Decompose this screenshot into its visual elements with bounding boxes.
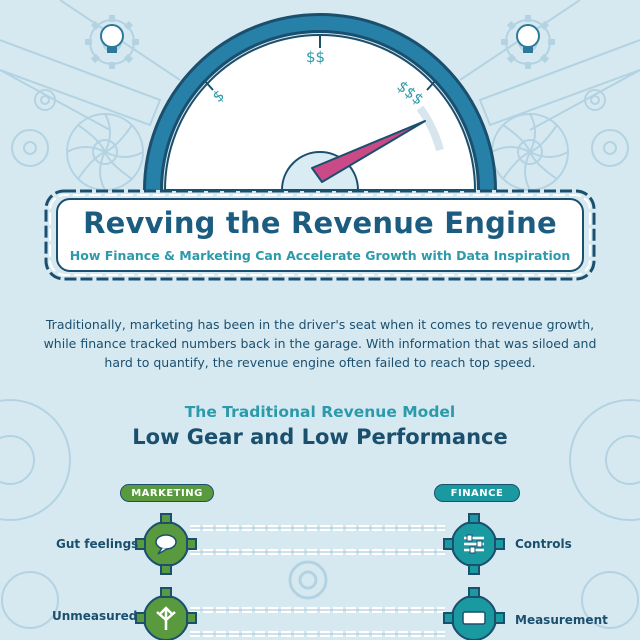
gauge-needle: [311, 120, 426, 183]
measurement-gear-icon: [443, 587, 505, 640]
gear-belt-diagram: [135, 513, 505, 640]
marketing-row-1-label: Gut feelings: [56, 537, 139, 551]
page-title: Revving the Revenue Engine: [83, 206, 557, 240]
section-title: Low Gear and Low Performance: [132, 425, 508, 449]
light-bulb-icon: [516, 24, 540, 53]
chain-belt: [190, 607, 445, 637]
gear-icon: [11, 129, 49, 167]
gauge-label-mid: $$: [306, 48, 325, 66]
gauge-tick: [426, 79, 437, 91]
gear-icon: [1, 571, 59, 629]
finance-row-2-label: Measurement: [515, 613, 608, 627]
piston-arm-left: [0, 39, 162, 127]
gear-icon: [591, 129, 629, 167]
intro-paragraph: Traditionally, marketing has been in the…: [43, 317, 597, 370]
chain-belt: [190, 525, 445, 555]
gear-icon: [581, 571, 639, 629]
gauge-face: [163, 34, 477, 191]
gear-icon: [0, 399, 71, 521]
piston-arm-right: [478, 39, 640, 127]
unmeasured-gear-icon: [135, 587, 197, 640]
gear-icon: [569, 399, 640, 521]
gear-icon: [584, 89, 606, 111]
gauge-tick: [203, 79, 214, 91]
gear-icon: [288, 560, 328, 600]
marketing-badge: MARKETING: [120, 484, 214, 502]
finance-badge: FINANCE: [434, 484, 520, 502]
chain-frame: [44, 189, 596, 281]
gut-feeling-gear-icon: [135, 513, 197, 575]
controls-gear-icon: [443, 513, 505, 575]
marketing-row-2-label: Unmeasured: [52, 609, 138, 623]
gear-icon: [34, 89, 56, 111]
section-kicker: The Traditional Revenue Model: [184, 403, 456, 421]
speedometer-gauge: $ $$ $$$: [143, 13, 497, 191]
page-subtitle: How Finance & Marketing Can Accelerate G…: [69, 248, 571, 263]
title-card: Revving the Revenue Engine How Finance &…: [56, 198, 584, 272]
light-bulb-icon: [100, 24, 124, 53]
finance-row-1-label: Controls: [515, 537, 572, 551]
